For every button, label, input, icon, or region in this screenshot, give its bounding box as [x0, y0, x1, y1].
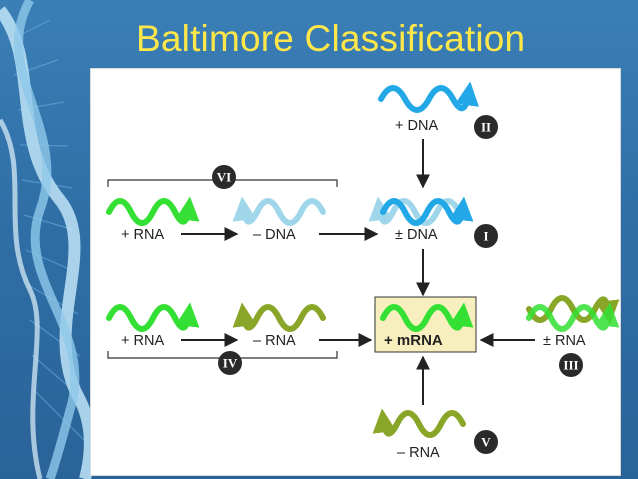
- slide-title: Baltimore Classification: [136, 18, 526, 59]
- pm-dna-wave-dark: [380, 196, 474, 226]
- badge-class-iii: III: [559, 353, 583, 377]
- badge-class-v-text: V: [481, 435, 491, 450]
- dna-helix-decoration: [0, 0, 96, 479]
- badge-class-iv-text: IV: [223, 356, 238, 371]
- diagram-panel: + DNA II VI + RNA – DNA ± DNA I + RNA – …: [90, 68, 621, 476]
- mrna-wave: [380, 302, 474, 332]
- label-pm-dna: ± DNA: [395, 227, 438, 243]
- plus-dna-wave: [378, 81, 479, 113]
- badge-class-ii: II: [474, 115, 498, 139]
- label-pm-rna: ± RNA: [543, 333, 586, 349]
- badge-class-i: I: [474, 224, 498, 248]
- badge-class-v: V: [474, 430, 498, 454]
- minus-rna-wave-iv: [232, 302, 326, 332]
- badge-class-vi: VI: [212, 165, 236, 189]
- plus-rna-wave-vi: [106, 196, 200, 226]
- label-minus-rna-iv: – RNA: [253, 333, 296, 349]
- pm-rna-wave-olive: [526, 295, 620, 325]
- label-plus-rna-vi: + RNA: [121, 227, 164, 243]
- label-minus-rna-v: – RNA: [397, 445, 440, 461]
- label-plus-dna: + DNA: [395, 118, 438, 134]
- minus-rna-wave-v: [372, 408, 466, 438]
- badge-class-ii-text: II: [481, 120, 491, 135]
- badge-class-iv: IV: [218, 351, 242, 375]
- baltimore-diagram: + DNA II VI + RNA – DNA ± DNA I + RNA – …: [106, 81, 620, 461]
- label-minus-dna: – DNA: [253, 227, 296, 243]
- badge-class-iii-text: III: [563, 358, 578, 373]
- label-plus-rna-iv: + RNA: [121, 333, 164, 349]
- badge-class-vi-text: VI: [217, 170, 231, 185]
- minus-dna-wave: [232, 196, 326, 226]
- badge-class-i-text: I: [483, 229, 488, 244]
- pm-rna-wave-green: [526, 302, 620, 332]
- plus-rna-wave-iv: [106, 302, 200, 332]
- label-mrna: + mRNA: [384, 332, 443, 349]
